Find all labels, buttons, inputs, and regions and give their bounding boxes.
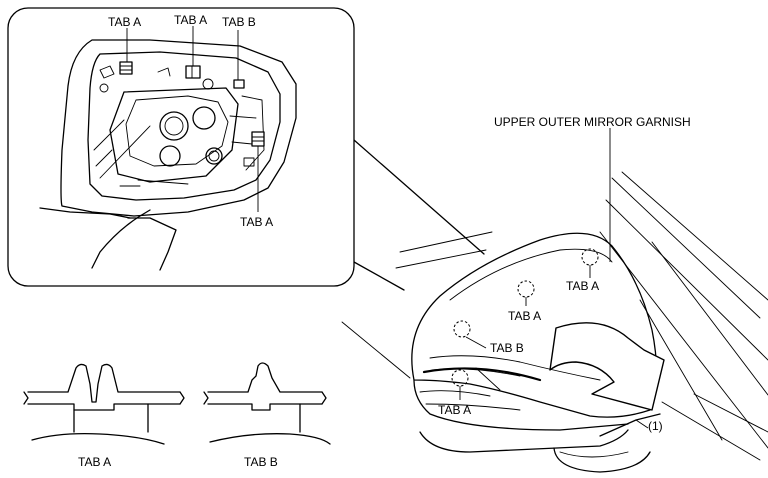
inset-leaders <box>126 26 259 212</box>
inset-tab-b <box>233 79 245 89</box>
inset-label-tab-a-2: TAB A <box>174 13 207 27</box>
garnish-tab-a-3 <box>451 369 469 387</box>
inset-mirror-housing <box>39 39 297 271</box>
upper-outer-mirror-garnish <box>411 232 658 418</box>
inset-label-tab-a-3: TAB A <box>240 215 273 229</box>
garnish-tab-b <box>453 320 471 338</box>
garnish-tab-a-2 <box>517 280 535 298</box>
inset-tab-a-1 <box>119 61 133 75</box>
door-mirror <box>411 232 661 473</box>
garnish-name-label: UPPER OUTER MIRROR GARNISH <box>494 115 691 129</box>
removal-direction-arrow <box>549 322 665 411</box>
main-label-tab-a-1: TAB A <box>566 279 599 293</box>
inset-tab-a-2 <box>185 65 201 79</box>
main-label-tab-a-3: TAB A <box>438 403 471 417</box>
inset-detail-frame <box>7 7 355 287</box>
tab-b-section-label: TAB B <box>244 455 278 469</box>
inset-label-tab-a-1: TAB A <box>108 15 141 29</box>
tab-a-cross-section <box>23 363 185 445</box>
tab-a-section-label: TAB A <box>78 455 111 469</box>
garnish-tab-a-1 <box>581 248 599 266</box>
tab-b-cross-section <box>203 362 331 445</box>
zoom-callout-connector <box>353 139 485 291</box>
inset-tab-a-3 <box>251 131 265 147</box>
step-number-label: (1) <box>648 419 663 433</box>
main-leaders <box>459 128 649 429</box>
main-label-tab-a-2: TAB A <box>508 309 541 323</box>
inset-label-tab-b: TAB B <box>222 15 256 29</box>
main-label-tab-b: TAB B <box>490 341 524 355</box>
vehicle-body-lines <box>341 171 768 461</box>
